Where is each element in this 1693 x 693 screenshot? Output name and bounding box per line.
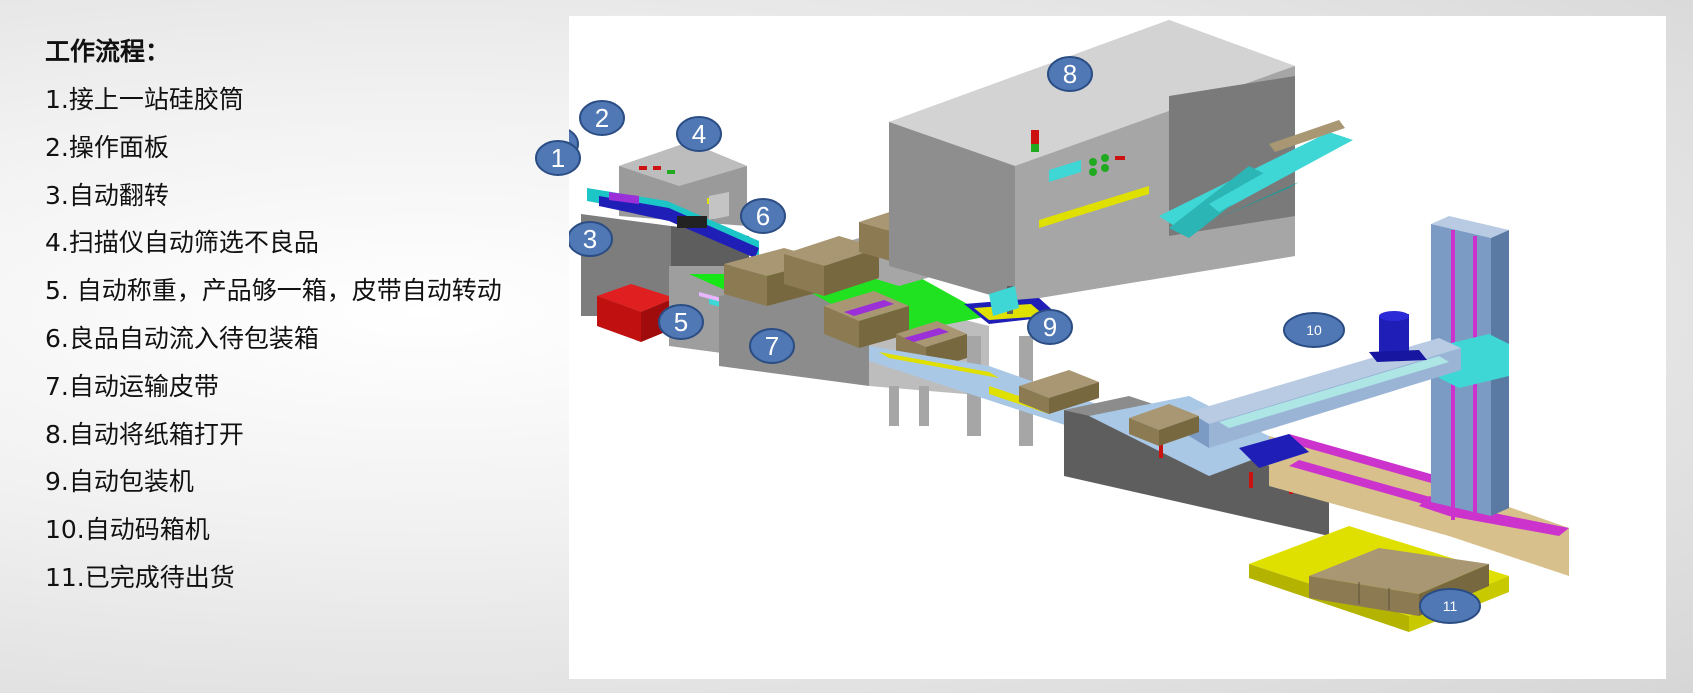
process-step-10: 10.自动码箱机 (45, 515, 210, 545)
process-step-3: 3.自动翻转 (45, 180, 169, 210)
marker-10-label: 10 (1306, 322, 1322, 338)
palletizer-rails (1269, 434, 1569, 576)
process-step-4: 4.扫描仪自动筛选不良品 (45, 228, 319, 258)
process-list: 工作流程： 1.接上一站硅胶筒 2.操作面板 3.自动翻转 4.扫描仪自动筛选不… (45, 28, 565, 602)
marker-5-label: 5 (674, 307, 688, 337)
process-steps: 1.接上一站硅胶筒 2.操作面板 3.自动翻转 4.扫描仪自动筛选不良品 5. … (45, 76, 565, 602)
marker-1-overlay-label: 1 (551, 143, 565, 173)
marker-4: 4 (676, 116, 722, 152)
process-step-11: 11.已完成待出货 (45, 562, 235, 592)
marker-11: 11 (1419, 588, 1481, 624)
process-step-7: 7.自动运输皮带 (45, 371, 219, 401)
marker-3: 3 (569, 221, 613, 257)
marker-8-label: 8 (1063, 59, 1077, 89)
process-step-2: 2.操作面板 (45, 132, 169, 162)
marker-9: 9 (1027, 309, 1073, 345)
carton-magazine (1159, 120, 1353, 238)
marker-9-label: 9 (1043, 312, 1057, 342)
carton-erector (889, 20, 1295, 302)
roller-conveyor (869, 346, 1329, 536)
process-step-1: 1.接上一站硅胶筒 (45, 85, 244, 114)
marker-4-label: 4 (692, 119, 706, 149)
process-step-6: 6.良品自动流入待包装箱 (45, 323, 319, 353)
marker-11-label: 11 (1443, 598, 1458, 614)
marker-6: 6 (740, 198, 786, 234)
marker-1-overlay: 1 (535, 140, 581, 176)
marker-2: 2 (579, 100, 625, 136)
marker-6-label: 6 (756, 201, 770, 231)
marker-2-label: 2 (595, 103, 609, 133)
production-line-svg: 1 2 3 4 5 6 7 8 (569, 20, 1569, 632)
process-step-5: 5. 自动称重，产品够一箱，皮带自动转动 (45, 276, 502, 306)
cartons-lower (824, 291, 967, 371)
marker-7-label: 7 (765, 331, 779, 361)
marker-10: 10 (1283, 312, 1345, 348)
process-step-8: 8.自动将纸箱打开 (45, 419, 244, 449)
marker-5: 5 (658, 304, 704, 340)
marker-8: 8 (1047, 56, 1093, 92)
marker-7: 7 (749, 328, 795, 364)
marker-3-label: 3 (583, 224, 597, 254)
infeed-station (581, 142, 759, 316)
process-step-9: 9.自动包装机 (45, 467, 194, 497)
palletizer-arm (1129, 311, 1461, 468)
production-line-illustration: 1 2 3 4 5 6 7 8 (569, 16, 1666, 679)
process-title: 工作流程： (45, 37, 171, 66)
